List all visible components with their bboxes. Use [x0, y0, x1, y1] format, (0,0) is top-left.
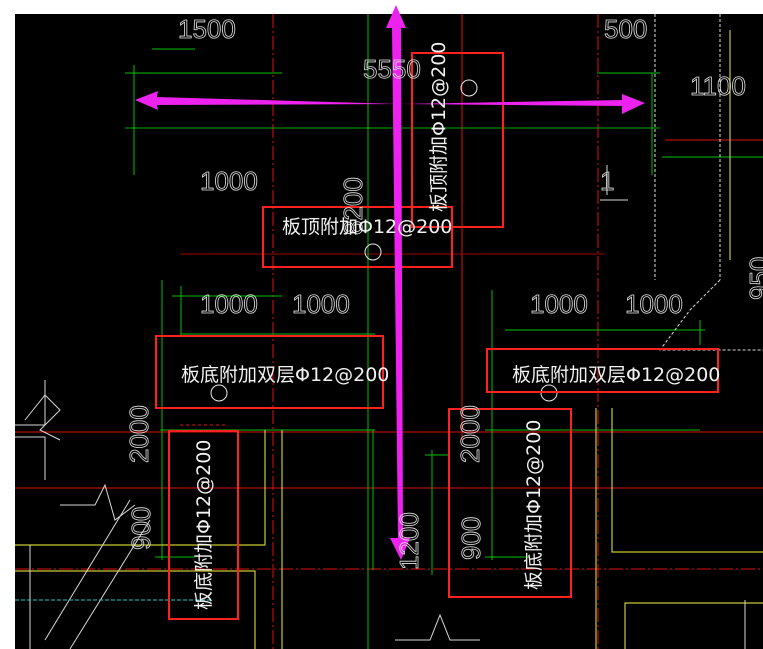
dim-1000-c: 1000	[530, 289, 588, 319]
highlight-box-bottom-double-right	[486, 348, 719, 393]
highlight-box-bottom-mid	[448, 408, 572, 598]
highlight-box-bottom-left	[168, 430, 239, 620]
section-hatch	[15, 14, 763, 649]
dim-500: 500	[604, 14, 647, 44]
span-arrows	[135, 5, 645, 560]
dim-1000-b: 1000	[292, 289, 350, 319]
highlight-box-bottom-double-left	[155, 335, 384, 409]
canvas-background	[15, 14, 763, 649]
annotation-bottom-double-right: 板底附加双层Φ12@200	[512, 364, 720, 386]
dim-8200: 8200	[338, 177, 368, 235]
dim-900-left: 900	[126, 507, 156, 550]
arrow-right-icon	[400, 94, 645, 114]
annotation-top-rebar-horizontal: 板顶附加Φ12@200	[282, 216, 452, 238]
dim-1000-d: 1000	[625, 289, 683, 319]
dim-1200: 1200	[394, 512, 424, 570]
arrow-vertical-icon	[386, 5, 410, 560]
highlight-box-top-vertical	[411, 52, 504, 228]
arrow-left-icon	[135, 91, 400, 110]
annotation-bottom-rebar-mid: 板底附加Φ12@200	[523, 420, 545, 590]
dim-2000-mid: 2000	[455, 405, 485, 463]
highlight-box-top-horizontal	[262, 206, 453, 268]
dim-1000-a: 1000	[200, 289, 258, 319]
highlight-boxes	[155, 52, 719, 620]
wall-outlines	[15, 30, 763, 649]
dimension-lines	[125, 14, 763, 649]
annotation-top-rebar-vertical: 板顶附加Φ12@200	[428, 42, 450, 212]
dim-1000-left: 1000	[200, 166, 258, 196]
dim-1100: 1100	[690, 71, 746, 101]
dim-2000-left: 2000	[124, 405, 154, 463]
dim-5550: 5550	[363, 54, 421, 84]
dim-950: 950	[744, 257, 763, 300]
mark-1: 1	[600, 166, 614, 196]
annotation-bottom-rebar-left: 板底附加Φ12@200	[193, 440, 215, 610]
dim-1500: 1500	[178, 14, 236, 44]
dim-900-mid: 900	[456, 517, 486, 560]
annotation-bottom-double-left: 板底附加双层Φ12@200	[181, 364, 389, 386]
